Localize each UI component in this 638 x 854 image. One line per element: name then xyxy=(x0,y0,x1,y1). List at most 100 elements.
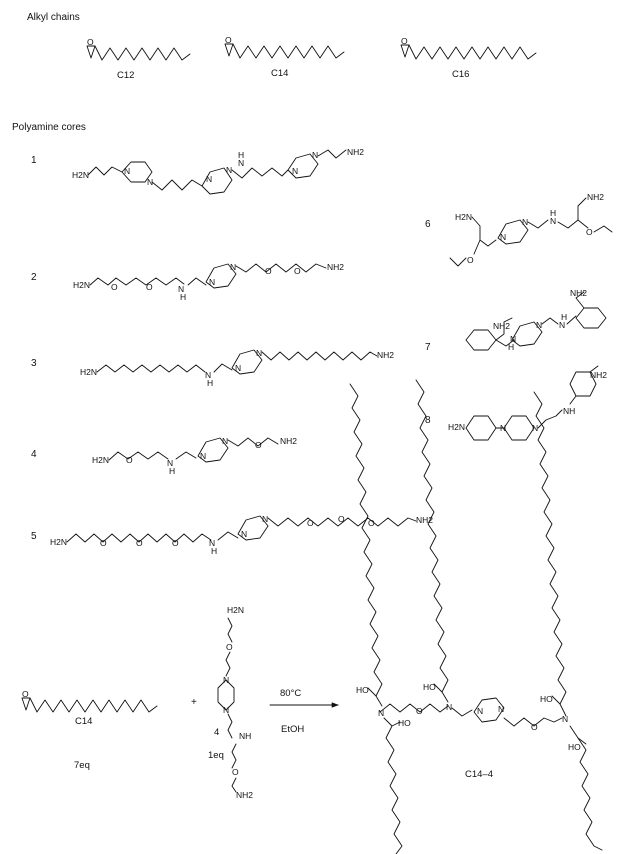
ether-oxygen: O xyxy=(416,706,423,716)
piperazine-n: N xyxy=(200,451,206,461)
reaction-solvent: EtOH xyxy=(281,724,305,735)
amine-terminal-left: NH2 xyxy=(493,321,510,331)
secondary-amine-h: H xyxy=(561,312,567,322)
alkyl-label-c16: C16 xyxy=(452,69,470,80)
core-structure-4: H2N O N H N N O NH2 xyxy=(92,436,297,476)
piperazine-n: N xyxy=(262,514,268,524)
amine-terminal-left: H2N xyxy=(73,280,90,290)
alkyl-chain-c16: O xyxy=(400,36,537,60)
piperazine-n: N xyxy=(206,174,212,184)
core-label-4: 4 xyxy=(214,727,220,738)
secondary-amine-n: N xyxy=(209,538,215,548)
piperazine-n: N xyxy=(536,320,542,330)
piperazine-n: N xyxy=(292,166,298,176)
reaction-temperature: 80°C xyxy=(280,688,302,699)
plus-sign: + xyxy=(191,697,197,708)
secondary-amine-n: N xyxy=(178,284,184,294)
piperazine-n: N xyxy=(226,165,232,175)
core-structure-3: H2N N H N N NH2 xyxy=(80,348,394,388)
secondary-amine-h: H xyxy=(238,150,244,160)
reagent-equivalents: 7eq xyxy=(74,760,90,771)
secondary-amine-n: N xyxy=(510,334,516,344)
piperazine-n: N xyxy=(500,232,506,242)
ether-oxygen: O xyxy=(307,518,314,528)
piperazine-n: N xyxy=(222,436,228,446)
amine-terminal-left: H2N xyxy=(455,212,472,222)
amine-terminal-left: H2N xyxy=(72,170,89,180)
piperazine-n: N xyxy=(500,423,506,433)
core-number-4: 4 xyxy=(31,449,37,460)
tertiary-amine-n: N xyxy=(562,714,568,724)
core-structure-6: H2N O N N H N NH2 O xyxy=(449,192,613,267)
ether-oxygen: O xyxy=(146,282,153,292)
amine-terminal-top: H2N xyxy=(227,605,244,615)
secondary-amine-n: N xyxy=(167,458,173,468)
secondary-amine-n: N xyxy=(559,320,565,330)
core-structure-5: H2N O O O N H N N O O O NH2 xyxy=(50,514,433,556)
piperazine-n: N xyxy=(312,150,318,160)
amine-terminal-right: NH2 xyxy=(416,515,433,525)
amine-terminal-right: NH2 xyxy=(347,147,364,157)
epoxide-oxygen: O xyxy=(22,689,29,699)
hydroxyl: HO xyxy=(356,685,369,695)
core-number-5: 5 xyxy=(31,531,37,542)
secondary-amine-h: H xyxy=(169,466,175,476)
core-number-1: 1 xyxy=(31,155,37,166)
ether-oxygen: O xyxy=(586,227,593,237)
ether-oxygen: O xyxy=(136,538,143,548)
section-title-polyamine-cores: Polyamine cores xyxy=(12,122,86,133)
epoxide-oxygen: O xyxy=(401,36,408,46)
reagent-core-4-vertical: H2N O N N NH O NH2 xyxy=(217,605,253,800)
piperazine-n: N xyxy=(235,363,241,373)
amine-terminal-right: NH2 xyxy=(570,288,587,298)
secondary-amine-n: NH xyxy=(563,406,575,416)
amine-terminal-left: H2N xyxy=(50,537,67,547)
piperazine-n: N xyxy=(223,675,229,685)
tertiary-amine-n: N xyxy=(446,702,452,712)
ether-oxygen: O xyxy=(100,538,107,548)
core-number-7: 7 xyxy=(425,342,431,353)
secondary-amine-h: H xyxy=(508,342,514,352)
piperazine-n: N xyxy=(256,348,262,358)
product-label: C14–4 xyxy=(465,769,493,780)
amine-terminal-left: H2N xyxy=(92,455,109,465)
secondary-amine-h: H xyxy=(550,208,556,218)
piperazine-n: N xyxy=(532,423,538,433)
amine-terminal-left: H2N xyxy=(80,367,97,377)
ether-oxygen: O xyxy=(226,642,233,652)
core-number-8: 8 xyxy=(425,415,431,426)
secondary-amine-n: N xyxy=(205,370,211,380)
ether-oxygen: O xyxy=(368,518,375,528)
ether-oxygen: O xyxy=(111,282,118,292)
secondary-amine-n: N xyxy=(238,158,244,168)
amine-terminal-right: NH2 xyxy=(280,436,297,446)
secondary-amine-h: H xyxy=(207,378,213,388)
ether-oxygen: O xyxy=(531,722,538,732)
core-structure-2: H2N O O N H N N O O NH2 xyxy=(73,262,344,302)
amine-terminal-right: NH2 xyxy=(327,262,344,272)
secondary-amine-h: H xyxy=(211,546,217,556)
epoxide-oxygen: O xyxy=(225,35,232,45)
secondary-amine-n: N xyxy=(550,216,556,226)
piperazine-n: N xyxy=(230,262,236,272)
piperazine-n: N xyxy=(477,706,483,716)
ether-oxygen: O xyxy=(265,266,272,276)
core-structure-7: NH2 N H N N H NH2 xyxy=(465,288,607,352)
ether-oxygen: O xyxy=(294,266,301,276)
core-structure-1: H2N N N N N H N N N NH2 xyxy=(72,147,364,195)
piperazine-n: N xyxy=(124,166,130,176)
amine-terminal-right: NH2 xyxy=(377,350,394,360)
core-equivalents: 1eq xyxy=(208,750,224,761)
section-title-alkyl-chains: Alkyl chains xyxy=(27,12,80,23)
core-number-2: 2 xyxy=(31,272,37,283)
hydroxyl: HO xyxy=(423,682,436,692)
amine-terminal-right: NH2 xyxy=(587,192,604,202)
secondary-amine-n: NH xyxy=(239,731,251,741)
ether-oxygen: O xyxy=(232,767,239,777)
secondary-amine-h: H xyxy=(180,292,186,302)
piperazine-n: N xyxy=(223,705,229,715)
hydroxyl: HO xyxy=(568,742,581,752)
hydroxyl: HO xyxy=(398,718,411,728)
core-structure-8: H2N N N NH NH2 xyxy=(448,365,607,441)
amine-terminal-left: H2N xyxy=(448,422,465,432)
